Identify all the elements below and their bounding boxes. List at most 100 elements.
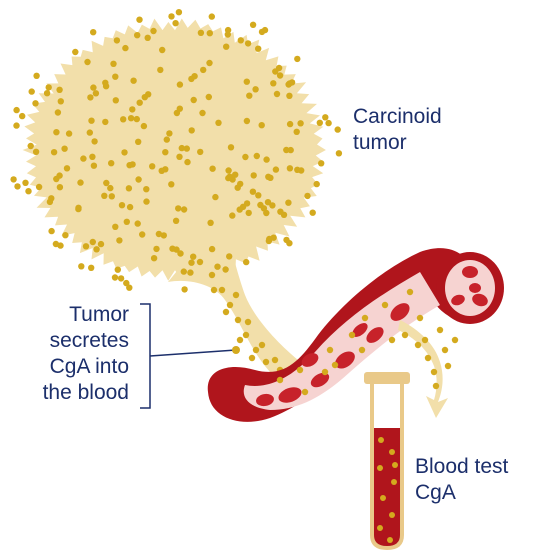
cga-particle	[14, 183, 21, 190]
cga-particle	[253, 152, 260, 160]
cga-particle	[22, 179, 29, 186]
cga-particle	[126, 162, 133, 169]
cga-particle	[244, 40, 252, 47]
cga-particle	[56, 184, 64, 191]
cga-particle	[208, 245, 216, 253]
cga-particle	[57, 98, 64, 105]
cga-particle	[389, 512, 395, 518]
cga-particle	[401, 331, 409, 339]
cga-particle	[50, 149, 58, 156]
cga-particle	[176, 153, 183, 160]
cga-particle	[444, 362, 452, 370]
cga-particle	[255, 192, 262, 199]
cga-particle	[153, 245, 160, 253]
cga-particle	[286, 120, 294, 128]
cga-particle	[293, 128, 300, 135]
cga-particle	[206, 59, 213, 67]
cga-particle	[180, 206, 188, 213]
cga-particle	[108, 160, 115, 167]
cga-particle	[276, 72, 284, 79]
cga-particle	[414, 341, 422, 349]
cga-particle	[116, 237, 123, 244]
vessel-cga-particles	[276, 288, 459, 396]
cga-particle	[272, 166, 280, 173]
cga-particle	[252, 86, 259, 93]
cga-particle	[136, 99, 143, 106]
cga-particle	[406, 288, 414, 296]
cga-particle	[326, 346, 334, 354]
cga-particle	[89, 153, 96, 160]
cga-particle	[91, 138, 98, 145]
cga-particle	[90, 84, 97, 91]
cga-particle	[325, 119, 332, 127]
cga-particle	[280, 211, 288, 218]
cga-particle	[272, 68, 279, 75]
cga-particle	[121, 149, 128, 156]
cga-particle	[25, 188, 32, 195]
carcinoid-tumor-icon	[22, 18, 326, 281]
cga-particle	[200, 66, 207, 74]
cga-particle	[120, 116, 127, 123]
cga-particle	[129, 106, 136, 113]
red-blood-cell	[451, 294, 465, 306]
cga-particle	[78, 263, 85, 270]
red-blood-cell	[462, 266, 478, 278]
blood-vessel-icon	[207, 248, 504, 422]
cga-particle	[19, 112, 26, 120]
label-line: the blood	[42, 381, 129, 404]
cga-particle	[162, 149, 169, 156]
cga-particle	[378, 437, 384, 443]
cga-particle	[224, 26, 232, 34]
cga-particle	[212, 193, 219, 201]
cga-particle	[150, 255, 158, 262]
red-blood-cells	[256, 266, 488, 407]
cga-particle	[125, 185, 133, 192]
cga-particle	[304, 192, 311, 200]
cga-particle	[80, 155, 87, 162]
cga-particle	[107, 184, 114, 192]
cga-particle	[258, 341, 266, 349]
cga-particle	[90, 162, 98, 169]
cga-particle	[335, 150, 343, 157]
cga-particle	[321, 368, 329, 376]
tube-cga-particles	[377, 437, 398, 543]
cga-particle	[176, 105, 183, 112]
cga-particle	[112, 223, 119, 230]
cga-particle	[263, 156, 270, 163]
red-blood-cell	[310, 372, 330, 388]
cga-particle	[33, 72, 40, 80]
cga-particle	[160, 232, 167, 239]
cga-particle	[13, 106, 20, 114]
red-blood-cell	[366, 327, 384, 343]
cga-particle	[172, 20, 179, 27]
cga-particle	[133, 115, 140, 123]
cga-particle	[331, 361, 339, 369]
cga-particle	[157, 66, 164, 74]
cga-particle	[82, 243, 90, 250]
cga-particle	[93, 246, 100, 253]
label-line: Tumor	[69, 303, 129, 326]
cga-particle	[226, 173, 233, 180]
cga-particle	[380, 495, 386, 501]
cga-particle	[112, 97, 120, 104]
cga-particle	[139, 231, 146, 238]
cga-particle	[127, 115, 135, 122]
cga-particle	[243, 258, 250, 266]
cga-particle	[188, 127, 195, 134]
cga-particle	[175, 205, 182, 212]
cga-particle	[140, 122, 148, 130]
cga-particle	[181, 286, 188, 293]
cga-particle	[65, 130, 73, 137]
cga-particle	[143, 186, 150, 193]
cga-particle	[264, 199, 272, 206]
cga-particle	[387, 537, 393, 543]
cga-particle	[190, 96, 197, 104]
cga-particle	[322, 114, 329, 121]
cga-particle	[424, 354, 432, 362]
cga-particle	[436, 326, 444, 334]
cga-particle	[222, 308, 230, 316]
cga-particle	[13, 122, 20, 129]
cga-particle	[61, 145, 68, 152]
cga-particle	[276, 376, 284, 384]
cga-particle	[197, 29, 205, 36]
